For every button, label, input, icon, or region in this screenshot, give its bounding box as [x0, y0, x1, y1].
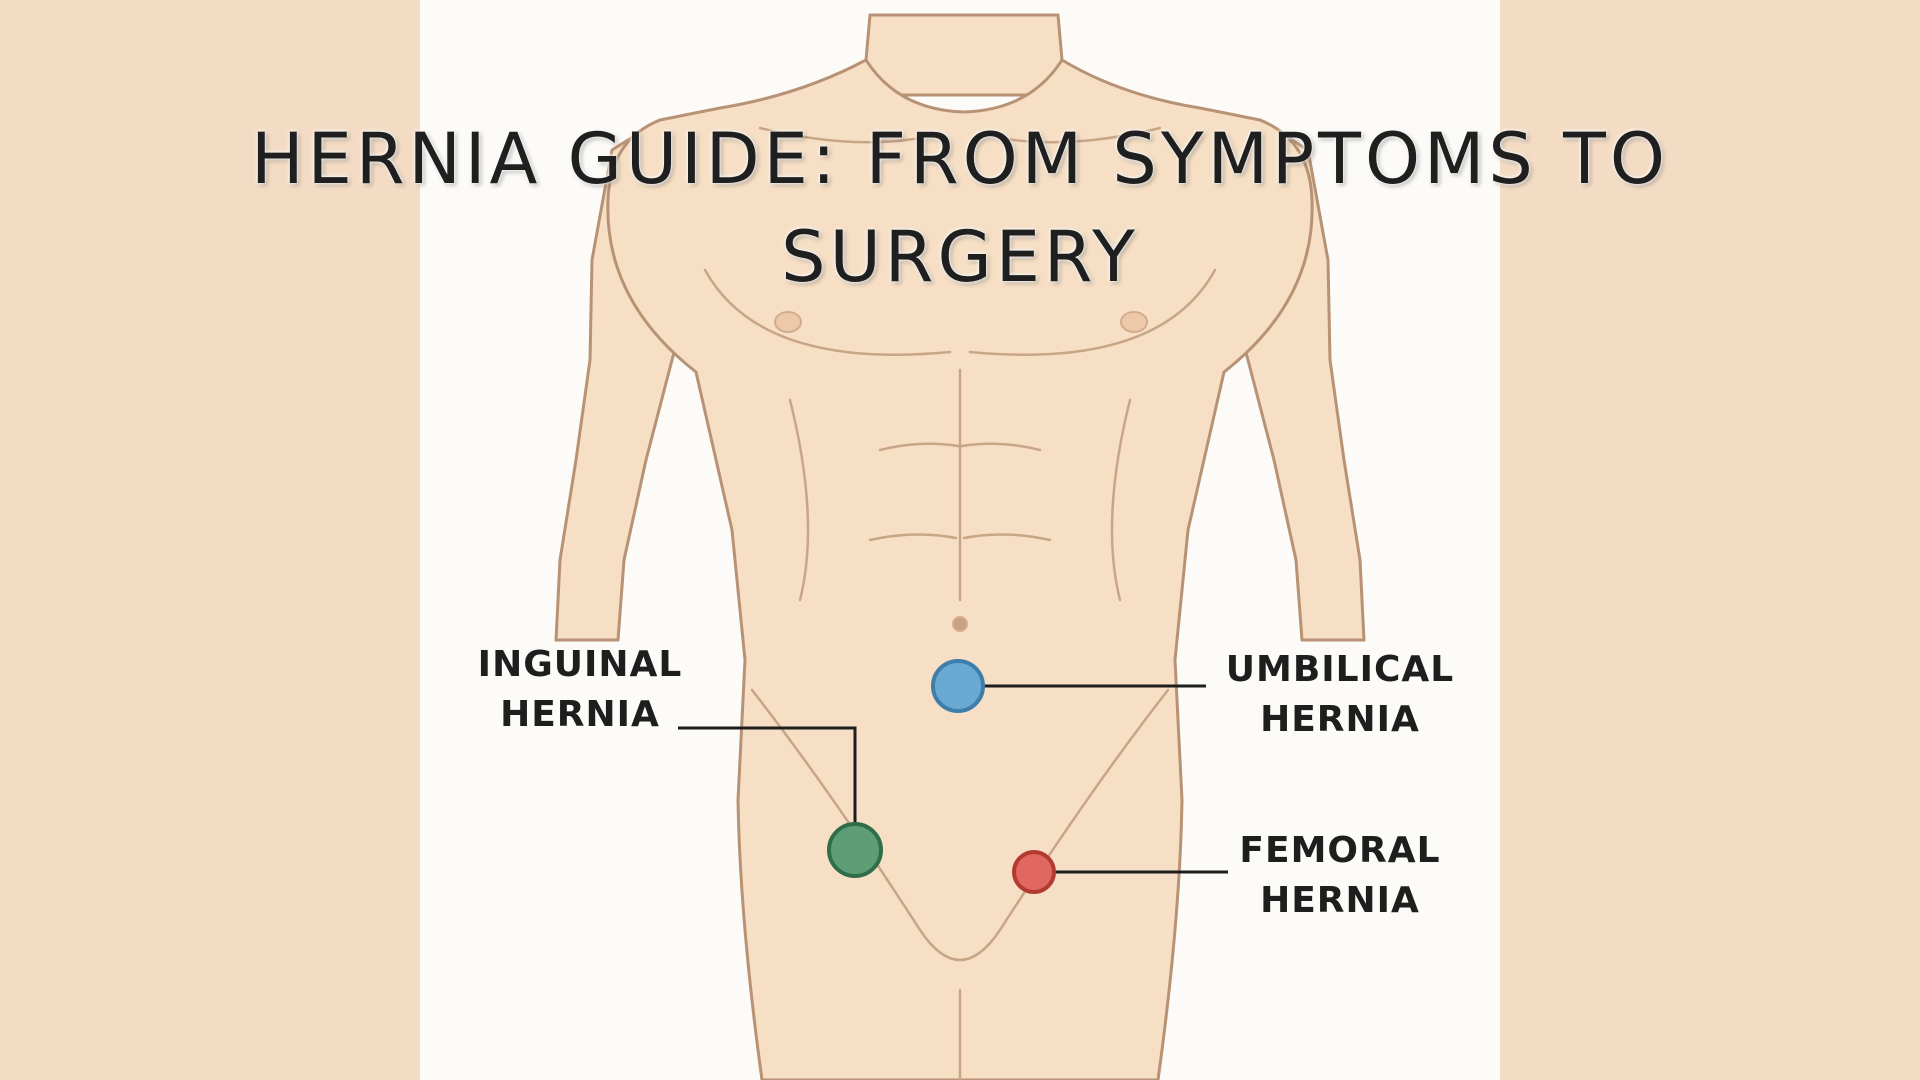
collarbone-left: [758, 126, 922, 144]
umbilical-label-line-2: HERNIA: [1260, 699, 1420, 740]
groin-right: [998, 688, 1170, 932]
oblique-right: [1110, 398, 1132, 602]
nipple-left: [774, 311, 802, 333]
body-spots: [774, 311, 1148, 632]
inguinal-leader: [678, 726, 857, 824]
femoral-hernia-label: FEMORAL HERNIA: [1220, 826, 1460, 926]
title-line-2: SURGERY: [781, 216, 1139, 298]
ab-line-1: [878, 442, 960, 452]
inguinal-label-line-1: INGUINAL: [477, 644, 683, 685]
inguinal-label-line-2: HERNIA: [500, 694, 660, 735]
femoral-hernia-marker: [1012, 850, 1056, 894]
ab-line-4: [962, 533, 1052, 542]
groin-left: [750, 688, 922, 932]
nipple-right: [1120, 311, 1148, 333]
ab-line-2: [960, 442, 1042, 452]
umbilical-hernia-label: UMBILICAL HERNIA: [1210, 645, 1470, 745]
anatomy-details: [703, 126, 1217, 1080]
chest-left: [703, 268, 952, 356]
ab-line-3: [868, 533, 958, 542]
page-title: HERNIA GUIDE: FROM SYMPTOMS TO SURGERY: [160, 110, 1760, 306]
title-line-1: HERNIA GUIDE: FROM SYMPTOMS TO: [251, 118, 1669, 200]
neck: [858, 13, 1072, 97]
inguinal-hernia-label: INGUINAL HERNIA: [460, 640, 700, 740]
collarbone-right: [998, 126, 1162, 144]
femoral-label-line-1: FEMORAL: [1239, 830, 1441, 871]
inguinal-hernia-marker: [827, 822, 883, 878]
umbilical-hernia-marker: [931, 659, 985, 713]
chest-right: [968, 268, 1217, 356]
crotch: [918, 928, 1002, 962]
femoral-label-line-2: HERNIA: [1260, 880, 1420, 921]
navel: [952, 616, 968, 632]
leader-lines: [678, 684, 1228, 874]
oblique-left: [788, 398, 810, 602]
hernia-markers: [827, 659, 1056, 894]
umbilical-label-line-1: UMBILICAL: [1225, 649, 1455, 690]
